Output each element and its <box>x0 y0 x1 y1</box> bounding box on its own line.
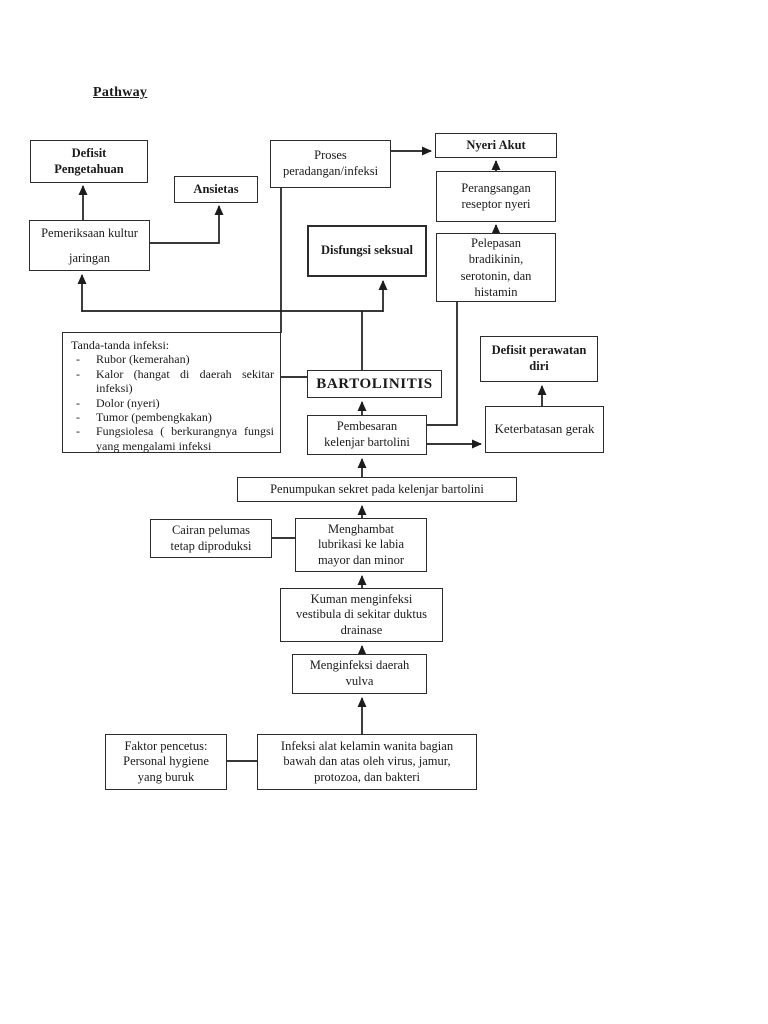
node-kuman-menginfeksi-label: Kuman menginfeksi vestibula di sekitar d… <box>296 591 427 637</box>
tanda-infeksi-title: Tanda-tanda infeksi: <box>71 338 170 352</box>
node-defisit-pengetahuan-label: Defisit Pengetahuan <box>54 145 124 176</box>
node-pemeriksaan-kultur-label: Pemeriksaan kultur jaringan <box>41 225 138 265</box>
node-faktor-pencetus: Faktor pencetus: Personal hygiene yang b… <box>105 734 227 790</box>
node-menginfeksi-vulva: Menginfeksi daerah vulva <box>292 654 427 694</box>
node-pembesaran-kelenjar-label: Pembesaran kelenjar bartolini <box>324 419 410 449</box>
node-disfungsi-seksual: Disfungsi seksual <box>307 225 427 277</box>
node-penumpukan-sekret-label: Penumpukan sekret pada kelenjar bartolin… <box>270 481 484 496</box>
node-pelepasan-bradikinin: Pelepasan bradikinin, serotonin, dan his… <box>436 233 556 302</box>
node-disfungsi-seksual-label: Disfungsi seksual <box>320 243 414 258</box>
tanda-infeksi-item: Fungsiolesa ( berkurangnya fungsi yang m… <box>71 424 274 453</box>
node-menghambat-lubrikasi-label: Menghambat lubrikasi ke labia mayor dan … <box>317 521 405 567</box>
tanda-infeksi-item: Dolor (nyeri) <box>71 396 274 411</box>
node-nyeri-akut-label: Nyeri Akut <box>466 137 526 152</box>
page-title: Pathway <box>93 85 148 100</box>
node-faktor-pencetus-label: Faktor pencetus: Personal hygiene yang b… <box>123 738 209 784</box>
node-proses-peradangan-label: Proses peradangan/infeksi <box>282 148 379 178</box>
node-defisit-pengetahuan: Defisit Pengetahuan <box>30 140 148 183</box>
tanda-infeksi-item: Tumor (pembengkakan) <box>71 410 274 425</box>
node-kuman-menginfeksi: Kuman menginfeksi vestibula di sekitar d… <box>280 588 443 642</box>
node-perangsangan-reseptor: Perangsangan reseptor nyeri <box>436 171 556 222</box>
node-tanda-infeksi: Tanda-tanda infeksi: Rubor (kemerahan) K… <box>62 332 281 453</box>
node-bartolinitis: BARTOLINITIS <box>307 370 442 398</box>
arrow-pemeriksaan-to-ansietas <box>150 205 224 244</box>
node-cairan-pelumas-label: Cairan pelumas tetap diproduksi <box>170 522 252 553</box>
node-bartolinitis-label: BARTOLINITIS <box>316 375 433 392</box>
node-menginfeksi-vulva-label: Menginfeksi daerah vulva <box>309 658 410 688</box>
node-proses-peradangan: Proses peradangan/infeksi <box>270 140 391 188</box>
node-defisit-perawatan-diri: Defisit perawatan diri <box>480 336 598 382</box>
node-infeksi-alat-kelamin: Infeksi alat kelamin wanita bagian bawah… <box>257 734 477 790</box>
node-perangsangan-reseptor-label: Perangsangan reseptor nyeri <box>461 180 531 211</box>
node-pelepasan-bradikinin-label: Pelepasan bradikinin, serotonin, dan his… <box>460 236 532 299</box>
node-ansietas-label: Ansietas <box>193 181 239 196</box>
tanda-infeksi-item: Kalor (hangat di daerah sekitar infeksi) <box>71 367 274 396</box>
line-pembesaran-to-pelepasan <box>427 302 458 426</box>
node-menghambat-lubrikasi: Menghambat lubrikasi ke labia mayor dan … <box>295 518 427 572</box>
node-pemeriksaan-kultur: Pemeriksaan kultur jaringan <box>29 220 150 271</box>
node-cairan-pelumas: Cairan pelumas tetap diproduksi <box>150 519 272 558</box>
node-pembesaran-kelenjar: Pembesaran kelenjar bartolini <box>307 415 427 455</box>
node-ansietas: Ansietas <box>174 176 258 203</box>
tanda-infeksi-item: Rubor (kemerahan) <box>71 352 274 367</box>
node-keterbatasan-gerak-label: Keterbatasan gerak <box>494 421 595 437</box>
node-defisit-perawatan-diri-label: Defisit perawatan diri <box>491 343 587 373</box>
tanda-infeksi-list: Rubor (kemerahan) Kalor (hangat di daera… <box>71 352 274 453</box>
node-keterbatasan-gerak: Keterbatasan gerak <box>485 406 604 453</box>
node-infeksi-alat-kelamin-label: Infeksi alat kelamin wanita bagian bawah… <box>280 738 454 784</box>
node-nyeri-akut: Nyeri Akut <box>435 133 557 158</box>
node-penumpukan-sekret: Penumpukan sekret pada kelenjar bartolin… <box>237 477 517 502</box>
